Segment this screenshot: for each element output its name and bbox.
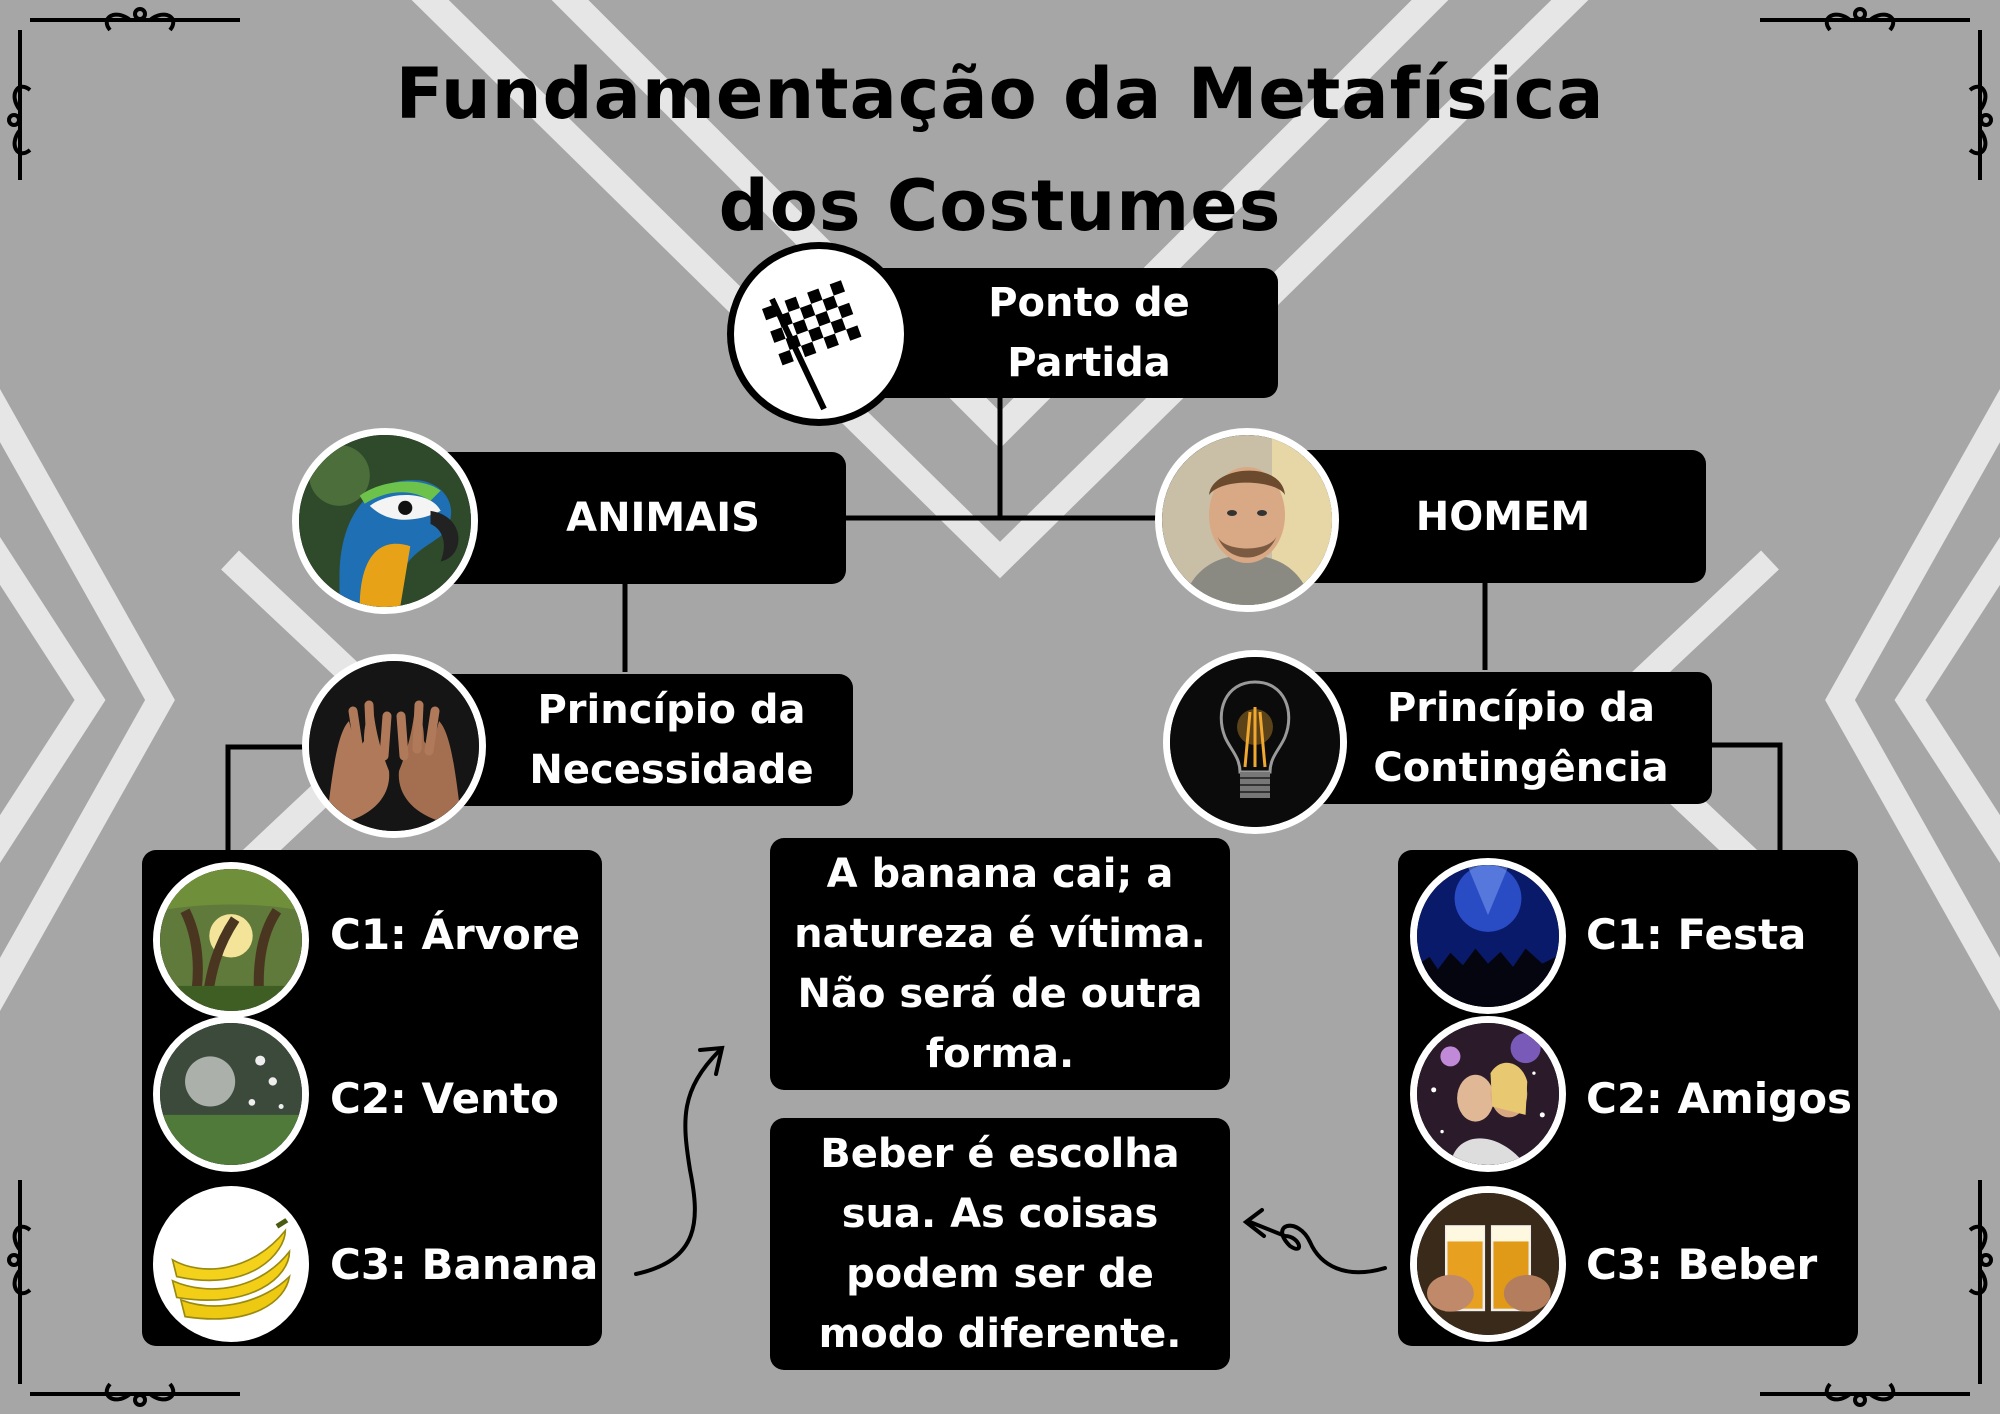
note-escolha-line-3: podem ser de (846, 1251, 1154, 1297)
note-escolha-line-4: modo diferente. (818, 1311, 1182, 1357)
corner-ornament-top-left-icon (7, 7, 240, 180)
contingencia-line-2: Contingência (1373, 745, 1669, 791)
friends-celebrating-photo (1410, 1016, 1566, 1172)
animais-label: ANIMAIS (566, 495, 760, 541)
corner-ornament-bottom-right-icon (1760, 1180, 1993, 1407)
beer-glasses-photo (1410, 1186, 1566, 1342)
note-escolha-line-2: sua. As coisas (841, 1191, 1159, 1237)
animais-node: ANIMAIS (420, 452, 846, 584)
open-hands-photo (302, 654, 486, 838)
parrot-photo (292, 428, 478, 614)
start-line-2: Partida (1007, 340, 1171, 386)
banana-photo (153, 1186, 309, 1342)
page-title: Fundamentação da Metafísica dos Costumes (300, 38, 1700, 262)
dandelion-wind-photo (153, 1016, 309, 1172)
man-portrait-photo (1155, 428, 1339, 612)
start-line-1: Ponto de (988, 280, 1190, 326)
contingencia-line-1: Princípio da (1386, 685, 1656, 731)
necessidade-node: Princípio da Necessidade (420, 674, 853, 806)
contingencia-node: Princípio da Contingência (1290, 672, 1712, 804)
left-case-3-label: C3: Banana (330, 1240, 599, 1289)
note-escolha: Beber é escolha sua. As coisas podem ser… (770, 1118, 1230, 1370)
tree-photo (153, 862, 309, 1018)
note-natureza-line-1: A banana cai; a (826, 851, 1174, 897)
note-natureza-line-4: forma. (925, 1031, 1075, 1077)
title-line-1: Fundamentação da Metafísica (395, 53, 1605, 135)
right-case-2-label: C2: Amigos (1586, 1074, 1853, 1123)
corner-ornament-top-right-icon (1760, 7, 1993, 180)
homem-node: HOMEM (1290, 450, 1706, 583)
homem-label: HOMEM (1415, 493, 1591, 540)
note-natureza-line-2: natureza é vítima. (794, 911, 1206, 957)
note-escolha-line-1: Beber é escolha (820, 1131, 1180, 1177)
corner-ornament-bottom-left-icon (7, 1180, 240, 1407)
necessidade-line-2: Necessidade (529, 747, 814, 793)
left-case-1-label: C1: Árvore (330, 910, 581, 959)
right-case-3-label: C3: Beber (1586, 1240, 1818, 1289)
light-bulb-photo (1163, 650, 1347, 834)
concert-party-photo (1410, 858, 1566, 1014)
right-case-1-label: C1: Festa (1586, 910, 1807, 959)
checkered-flag-icon (727, 242, 911, 426)
note-natureza-line-3: Não será de outra (797, 971, 1203, 1017)
left-case-2-label: C2: Vento (330, 1074, 559, 1123)
necessidade-line-1: Princípio da (537, 687, 806, 733)
start-node: Ponto de Partida (860, 268, 1278, 398)
title-line-2: dos Costumes (718, 165, 1282, 247)
note-natureza: A banana cai; a natureza é vítima. Não s… (770, 838, 1230, 1090)
